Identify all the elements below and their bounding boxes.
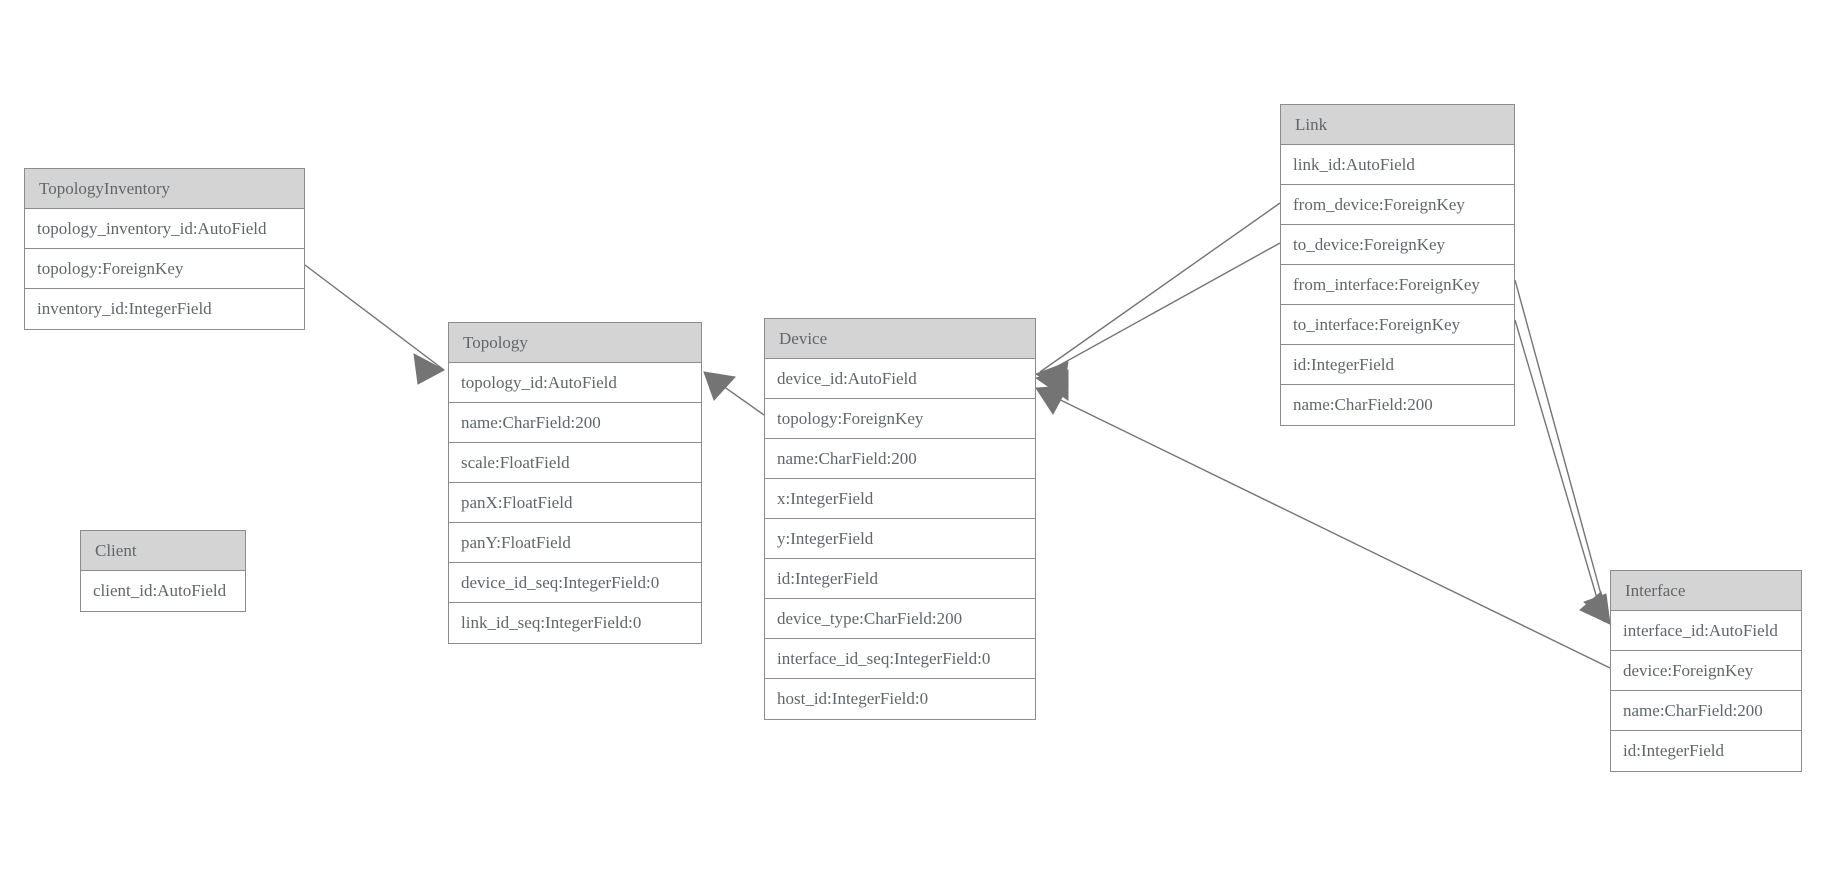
- relationship-line: [1514, 279, 1609, 621]
- arrowhead-icon: [1034, 361, 1069, 393]
- relationship-interface-device: [1035, 385, 1611, 669]
- relationship-link-to_device: [1034, 242, 1281, 401]
- relationship-device-topology: [703, 371, 765, 416]
- entity-field-row: to_device:ForeignKey: [1281, 225, 1514, 265]
- entity-title-interface: Interface: [1611, 571, 1801, 611]
- arrowhead-icon: [1035, 385, 1069, 415]
- entity-field-row: name:CharField:200: [1281, 385, 1514, 425]
- arrowhead-icon: [1583, 593, 1611, 626]
- entity-field-row: topology:ForeignKey: [765, 399, 1035, 439]
- entity-field-row: device:ForeignKey: [1611, 651, 1801, 691]
- entity-field-row: client_id:AutoField: [81, 571, 245, 611]
- relationship-line: [1514, 319, 1605, 623]
- relationship-line: [304, 264, 445, 371]
- entity-field-row: from_device:ForeignKey: [1281, 185, 1514, 225]
- entity-title-client: Client: [81, 531, 245, 571]
- entity-field-row: y:IntegerField: [765, 519, 1035, 559]
- relationship-topologyinventory-topology: [304, 264, 446, 385]
- entity-field-row: x:IntegerField: [765, 479, 1035, 519]
- entity-title-link: Link: [1281, 105, 1514, 145]
- arrowhead-icon: [413, 353, 446, 385]
- relationship-line: [1039, 242, 1281, 377]
- entity-field-row: panY:FloatField: [449, 523, 701, 563]
- relationship-link-from_interface: [1514, 279, 1611, 625]
- relationship-line: [1039, 202, 1281, 373]
- arrowhead-icon: [1579, 591, 1611, 625]
- relationship-line: [705, 373, 765, 416]
- relationship-link-to_interface: [1514, 319, 1611, 626]
- entity-field-row: to_interface:ForeignKey: [1281, 305, 1514, 345]
- entity-field-row: from_interface:ForeignKey: [1281, 265, 1514, 305]
- entity-field-row: device_id:AutoField: [765, 359, 1035, 399]
- entity-field-row: device_type:CharField:200: [765, 599, 1035, 639]
- entity-field-row: link_id:AutoField: [1281, 145, 1514, 185]
- entity-title-topology_inventory: TopologyInventory: [25, 169, 304, 209]
- entity-title-device: Device: [765, 319, 1035, 359]
- entity-field-row: name:CharField:200: [765, 439, 1035, 479]
- entity-field-row: device_id_seq:IntegerField:0: [449, 563, 701, 603]
- relationship-link-from_device: [1034, 202, 1281, 393]
- arrowhead-icon: [703, 371, 736, 401]
- entity-field-row: interface_id_seq:IntegerField:0: [765, 639, 1035, 679]
- entity-field-row: inventory_id:IntegerField: [25, 289, 304, 329]
- entity-field-row: topology_id:AutoField: [449, 363, 701, 403]
- entity-field-row: name:CharField:200: [449, 403, 701, 443]
- entity-field-row: scale:FloatField: [449, 443, 701, 483]
- entity-field-row: link_id_seq:IntegerField:0: [449, 603, 701, 643]
- entity-field-row: id:IntegerField: [765, 559, 1035, 599]
- entity-field-row: host_id:IntegerField:0: [765, 679, 1035, 719]
- entity-field-row: panX:FloatField: [449, 483, 701, 523]
- relationship-line: [1039, 389, 1611, 669]
- entity-field-row: interface_id:AutoField: [1611, 611, 1801, 651]
- entity-field-row: topology_inventory_id:AutoField: [25, 209, 304, 249]
- arrowhead-icon: [1034, 369, 1069, 401]
- entity-field-row: id:IntegerField: [1281, 345, 1514, 385]
- entity-field-row: name:CharField:200: [1611, 691, 1801, 731]
- entity-title-topology: Topology: [449, 323, 701, 363]
- entity-field-row: topology:ForeignKey: [25, 249, 304, 289]
- entity-field-row: id:IntegerField: [1611, 731, 1801, 771]
